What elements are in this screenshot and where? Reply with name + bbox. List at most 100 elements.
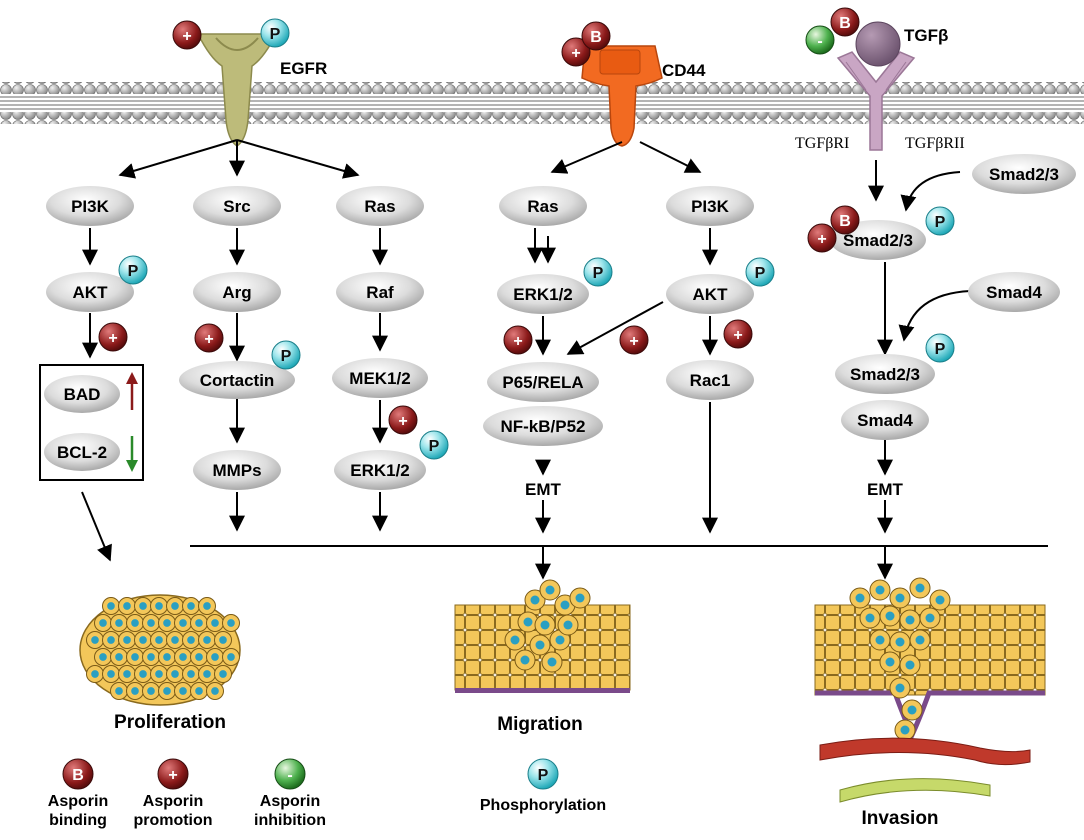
proliferating-cell-nucleus [147, 619, 155, 627]
svg-text:P65/RELA: P65/RELA [502, 373, 583, 392]
proliferating-cell-nucleus [187, 602, 195, 610]
svg-text:Phosphorylation: Phosphorylation [480, 797, 606, 814]
migrating-cell-nucleus [510, 635, 520, 645]
invading-cell-nucleus [885, 657, 895, 667]
svg-text:Smad2/3: Smad2/3 [843, 231, 913, 250]
svg-text:+: + [108, 330, 117, 347]
invading-cell-nucleus [915, 583, 925, 593]
invading-cell-nucleus [895, 593, 905, 603]
side-badges: P + + P + P P + + P + + B P P [98, 205, 955, 460]
proliferating-cell-nucleus [91, 670, 99, 678]
proliferating-cell-nucleus [195, 619, 203, 627]
svg-text:Smad4: Smad4 [857, 411, 913, 430]
node-nfkb: NF-kB/P52 [483, 406, 603, 446]
proliferating-cell-nucleus [155, 670, 163, 678]
node-emt-1: EMT [525, 480, 562, 499]
invasion-label: Invasion [861, 808, 938, 829]
akt1-promotion-badge: + [98, 322, 128, 352]
erk2-phospho-badge: P [583, 257, 613, 287]
svg-text:Asporin: Asporin [48, 793, 108, 810]
migrating-cell-nucleus [555, 635, 565, 645]
svg-text:P: P [270, 26, 281, 43]
proliferating-cell-nucleus [99, 619, 107, 627]
proliferating-cell-nucleus [163, 687, 171, 695]
node-raf: Raf [336, 272, 424, 312]
node-bcl2: BCL-2 [44, 433, 120, 471]
migration-label: Migration [497, 714, 583, 735]
node-pi3k-1: PI3K [46, 186, 134, 226]
proliferating-cell-nucleus [123, 602, 131, 610]
migrating-cell-nucleus [575, 593, 585, 603]
invading-cell-nucleus [895, 683, 905, 693]
tgfb-receptor: TGFβ TGFβRI TGFβRII [795, 21, 965, 152]
node-smad4-free: Smad4 [968, 272, 1060, 312]
node-ras-2: Ras [499, 186, 587, 226]
svg-text:B: B [839, 15, 851, 32]
migrating-cell-nucleus [523, 617, 533, 627]
svg-text:ERK1/2: ERK1/2 [350, 461, 410, 480]
svg-text:-: - [287, 767, 292, 784]
legend-inhibition: - Asporin inhibition [254, 758, 326, 829]
akt2-phospho-badge: P [745, 257, 775, 287]
akt2-promotion-badge-left: + [619, 325, 649, 355]
svg-text:Arg: Arg [222, 283, 251, 302]
egfr-label: EGFR [280, 59, 327, 78]
svg-text:+: + [398, 413, 407, 430]
svg-text:+: + [182, 28, 191, 45]
smad23-promotion-badge: + [807, 223, 837, 253]
svg-text:P: P [429, 438, 440, 455]
smad23-binding-badge: B [830, 205, 860, 235]
proliferating-cell-nucleus [139, 602, 147, 610]
svg-text:Smad2/3: Smad2/3 [850, 365, 920, 384]
svg-text:Asporin: Asporin [260, 793, 320, 810]
invading-cell-nucleus [865, 613, 875, 623]
proliferation-label: Proliferation [114, 712, 226, 733]
invading-cell-nucleus [905, 660, 915, 670]
proliferating-cell-nucleus [203, 636, 211, 644]
proliferating-cell-nucleus [91, 636, 99, 644]
cd44-promotion-badge: + [561, 37, 591, 67]
legend: B Asporin binding + Asporin promotion - … [48, 758, 606, 829]
node-arg: Arg [193, 272, 281, 312]
invading-cell-nucleus [855, 593, 865, 603]
proliferating-cell-nucleus [139, 670, 147, 678]
svg-text:inhibition: inhibition [254, 812, 326, 829]
node-smad23-complex: Smad2/3 [835, 354, 935, 394]
invading-cell-nucleus [935, 595, 945, 605]
proliferating-cell-nucleus [211, 653, 219, 661]
invading-cell-nucleus [895, 637, 905, 647]
svg-text:MEK1/2: MEK1/2 [349, 369, 410, 388]
proliferating-cell-nucleus [107, 602, 115, 610]
akt2-promotion-badge-right: + [723, 319, 753, 349]
svg-text:Smad2/3: Smad2/3 [989, 165, 1059, 184]
proliferating-cell-nucleus [115, 619, 123, 627]
migrating-cell-nucleus [520, 655, 530, 665]
svg-text:Ras: Ras [527, 197, 558, 216]
svg-text:P: P [755, 265, 766, 282]
svg-text:P: P [538, 767, 549, 784]
proliferating-cell-nucleus [107, 670, 115, 678]
legend-phosphorylation: P Phosphorylation [480, 758, 606, 814]
proliferating-cell-nucleus [131, 687, 139, 695]
migrating-cell-nucleus [545, 585, 555, 595]
invading-cell-nucleus [875, 585, 885, 595]
svg-text:P: P [128, 263, 139, 280]
svg-text:Cortactin: Cortactin [200, 371, 275, 390]
svg-text:P: P [935, 341, 946, 358]
svg-text:PI3K: PI3K [691, 197, 730, 216]
svg-text:+: + [733, 327, 742, 344]
invading-cell-nucleus [875, 635, 885, 645]
proliferating-cell-nucleus [115, 687, 123, 695]
migrating-cell-nucleus [530, 595, 540, 605]
proliferating-cell-nucleus [147, 653, 155, 661]
svg-text:Ras: Ras [364, 197, 395, 216]
proliferating-cell-nucleus [187, 636, 195, 644]
cd44-label: CD44 [662, 61, 706, 80]
egfr-promotion-badge: + [172, 20, 202, 50]
node-p65: P65/RELA [487, 362, 599, 402]
proliferating-cell-nucleus [195, 687, 203, 695]
svg-text:Src: Src [223, 197, 250, 216]
invading-cell-nucleus [905, 615, 915, 625]
